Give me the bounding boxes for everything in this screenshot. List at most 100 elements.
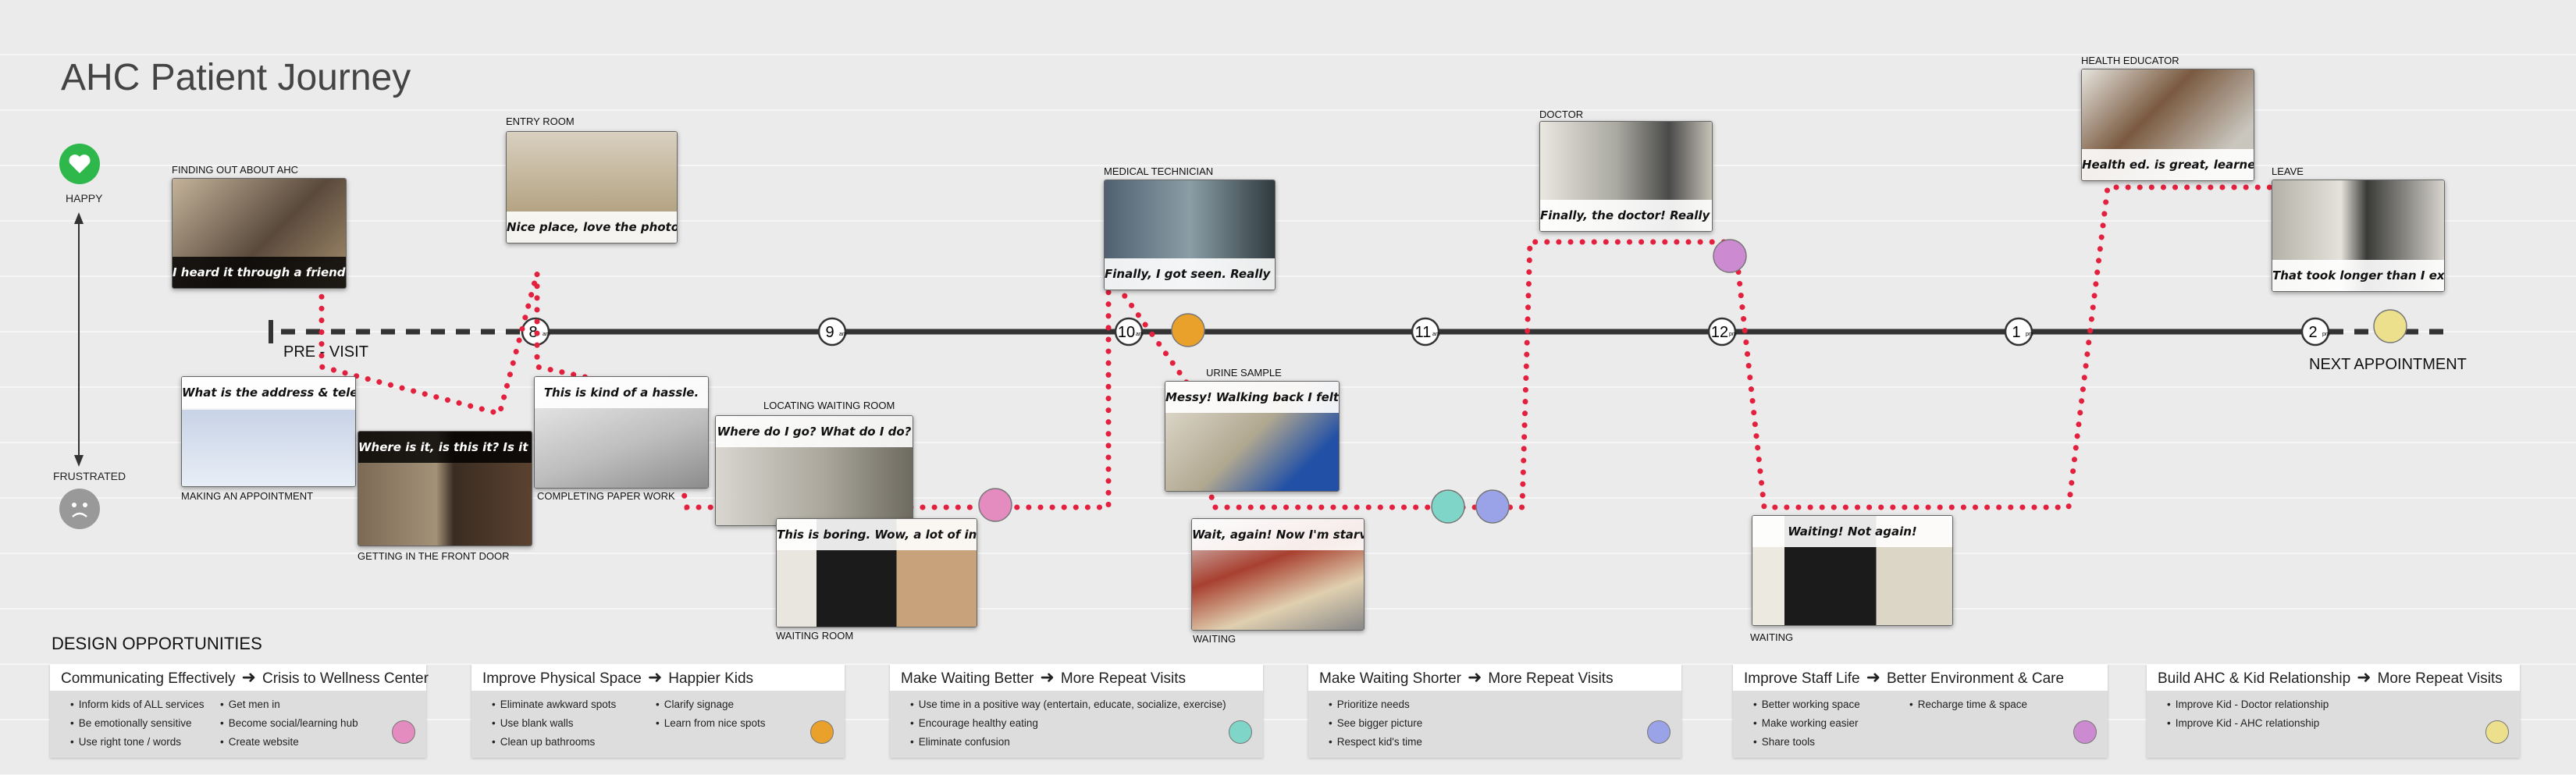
scene-label: WAITING — [1193, 633, 1236, 645]
opportunity-to: More Repeat Visits — [1060, 670, 1186, 687]
scene-caption: Waiting! Not again! — [1752, 516, 1952, 547]
hour-suffix: am — [839, 332, 847, 337]
scene-caption: What is the address & telephone? — [182, 377, 355, 408]
opportunity-from: Make Waiting Better — [901, 670, 1034, 687]
scene-label: MAKING AN APPOINTMENT — [181, 490, 314, 502]
orange-dot — [1171, 313, 1205, 347]
scene-label: FINDING OUT ABOUT AHC — [172, 164, 299, 176]
hour-label: 8 — [528, 324, 537, 341]
pink-dot — [392, 720, 415, 744]
opportunity-header: Improve Physical Space➜Happier Kids — [471, 664, 845, 691]
hour-suffix: pm — [1729, 332, 1737, 337]
scene-caption: Nice place, love the photos! — [507, 212, 677, 243]
hour-label: 10 — [1118, 324, 1135, 341]
hour-marker — [2004, 317, 2033, 347]
opportunity-to: Crisis to Wellness Center — [262, 670, 429, 687]
hour-marker — [817, 317, 847, 347]
opportunity-item: Use blank walls — [500, 714, 616, 733]
scene-card-entry-room: Nice place, love the photos! — [506, 131, 678, 244]
scene-card-making-appointment: What is the address & telephone? — [181, 376, 356, 487]
blue-dot — [1475, 489, 1510, 524]
yellow-dot — [2373, 309, 2407, 343]
hour-marker — [1707, 317, 1737, 347]
arrow-right-icon: ➜ — [241, 667, 256, 687]
opportunity-item: Respect kid's time — [1337, 733, 1422, 752]
happy-label: HAPPY — [66, 192, 103, 204]
arrow-right-icon: ➜ — [1040, 667, 1055, 687]
scene-caption: Wait, again! Now I'm starving. — [1192, 519, 1364, 550]
opportunity-list: Recharge time & space — [1903, 695, 2027, 714]
next-appointment-label: NEXT APPOINTMENT — [2309, 356, 2467, 373]
opportunity-card: Improve Physical Space➜Happier Kids Elim… — [471, 664, 845, 758]
opportunity-list: Improve Kid - Doctor relationship Improv… — [2161, 695, 2329, 733]
scene-card-waiting-1: Wait, again! Now I'm starving. — [1191, 518, 1364, 631]
yellow-dot — [2485, 720, 2509, 744]
opportunity-from: Improve Staff Life — [1744, 670, 1860, 687]
pre-visit-label: PRE - VISIT — [283, 343, 368, 361]
opportunity-list: Get men in Become social/learning hub Cr… — [214, 695, 358, 752]
opportunity-item: Improve Kid - Doctor relationship — [2176, 695, 2329, 714]
scene-card-waiting-room: This is boring. Wow, a lot of infected k… — [776, 518, 977, 627]
arrow-right-icon: ➜ — [1467, 667, 1482, 687]
heart-icon — [59, 144, 100, 184]
scene-card-leave: That took longer than I expected. — [2272, 180, 2445, 292]
opportunity-item: Use time in a positive way (entertain, e… — [919, 695, 1226, 714]
scene-label: HEALTH EDUCATOR — [2081, 55, 2179, 66]
hour-suffix: am — [1136, 332, 1144, 337]
scene-card-finding-out: I heard it through a friend. — [172, 178, 347, 289]
opportunity-list: Prioritize needs See bigger picture Resp… — [1322, 695, 1423, 752]
scene-card-urine-sample: Messy! Walking back I felt on display. — [1165, 381, 1340, 492]
scene-label: MEDICAL TECHNICIAN — [1104, 165, 1214, 177]
scene-card-health-educator: Health ed. is great, learned a ton! — [2081, 69, 2254, 181]
scene-card-front-door: Where is it, is this it? Is it open? — [358, 431, 532, 546]
opportunity-item: Use right tone / words — [79, 733, 205, 752]
scene-caption: Where do I go? What do I do? — [716, 416, 913, 447]
opportunity-header: Make Waiting Better ➜ More Repeat Visits — [890, 664, 1263, 691]
opportunity-header: Make Waiting Shorter ➜ More Repeat Visits — [1308, 664, 1681, 691]
opportunity-list: Eliminate awkward spots Use blank walls … — [486, 695, 617, 752]
hour-suffix: am — [543, 332, 550, 337]
opportunity-list: Inform kids of ALL services Be emotional… — [64, 695, 205, 752]
opportunity-from: Make Waiting Shorter — [1319, 670, 1461, 687]
scene-card-paper-work: This is kind of a hassle. — [534, 376, 709, 489]
opportunity-card: Make Waiting Better ➜ More Repeat Visits U… — [890, 664, 1263, 758]
journey-path — [318, 184, 2337, 510]
opportunity-to: Happier Kids — [668, 670, 754, 687]
opportunity-card: Communicating Effectively➜Crisis to Well… — [50, 664, 429, 758]
opportunity-from: Build AHC & Kid Relationship — [2158, 670, 2351, 687]
opportunity-to: More Repeat Visits — [2377, 670, 2503, 687]
frustrated-label: FRUSTRATED — [53, 470, 126, 482]
arrow-right-icon: ➜ — [2357, 667, 2371, 687]
scene-caption: This is kind of a hassle. — [535, 377, 708, 408]
scene-caption: Health ed. is great, learned a ton! — [2082, 149, 2254, 180]
opportunity-list: Clarify signage Learn from nice spots — [649, 695, 766, 733]
opportunity-item: Eliminate awkward spots — [500, 695, 617, 714]
opportunity-item: Make working easier — [1762, 714, 1860, 733]
orange-dot — [810, 720, 834, 744]
scene-caption: Finally, the doctor! Really caring! — [1540, 200, 1712, 231]
design-opportunities-title: DESIGN OPPORTUNITIES — [52, 634, 262, 653]
mood-axis-arrow-up — [74, 212, 84, 224]
hour-label: 11 — [1415, 324, 1432, 341]
arrow-right-icon: ➜ — [1866, 667, 1880, 687]
scene-caption: That took longer than I expected. — [2272, 260, 2444, 291]
sad-face-icon — [59, 489, 100, 529]
opportunity-header: Improve Staff Life➜Better Environment & … — [1733, 664, 2108, 691]
opportunity-card: Improve Staff Life➜Better Environment & … — [1733, 664, 2108, 758]
mood-axis-arrow-down — [74, 455, 84, 467]
opportunity-list: Better working space Make working easier… — [1747, 695, 1860, 752]
hour-label: 1 — [2012, 324, 2020, 341]
hour-suffix: pm — [2322, 332, 2330, 337]
opportunity-item: Inform kids of ALL services — [79, 695, 205, 714]
scene-label: LEAVE — [2272, 165, 2304, 177]
opportunity-to: More Repeat Visits — [1488, 670, 1614, 687]
opportunity-item: Recharge time & space — [1918, 695, 2027, 714]
scene-card-locating-waiting-room: Where do I go? What do I do? — [715, 415, 913, 526]
hour-marker — [1411, 317, 1440, 347]
scene-card-medical-technician: Finally, I got seen. Really embarrassing… — [1104, 180, 1276, 290]
opportunity-item: Improve Kid - AHC relationship — [2176, 714, 2329, 733]
timeline-start-tick — [269, 320, 273, 343]
opportunity-item: Create website — [229, 733, 358, 752]
scene-label: GETTING IN THE FRONT DOOR — [358, 550, 510, 562]
